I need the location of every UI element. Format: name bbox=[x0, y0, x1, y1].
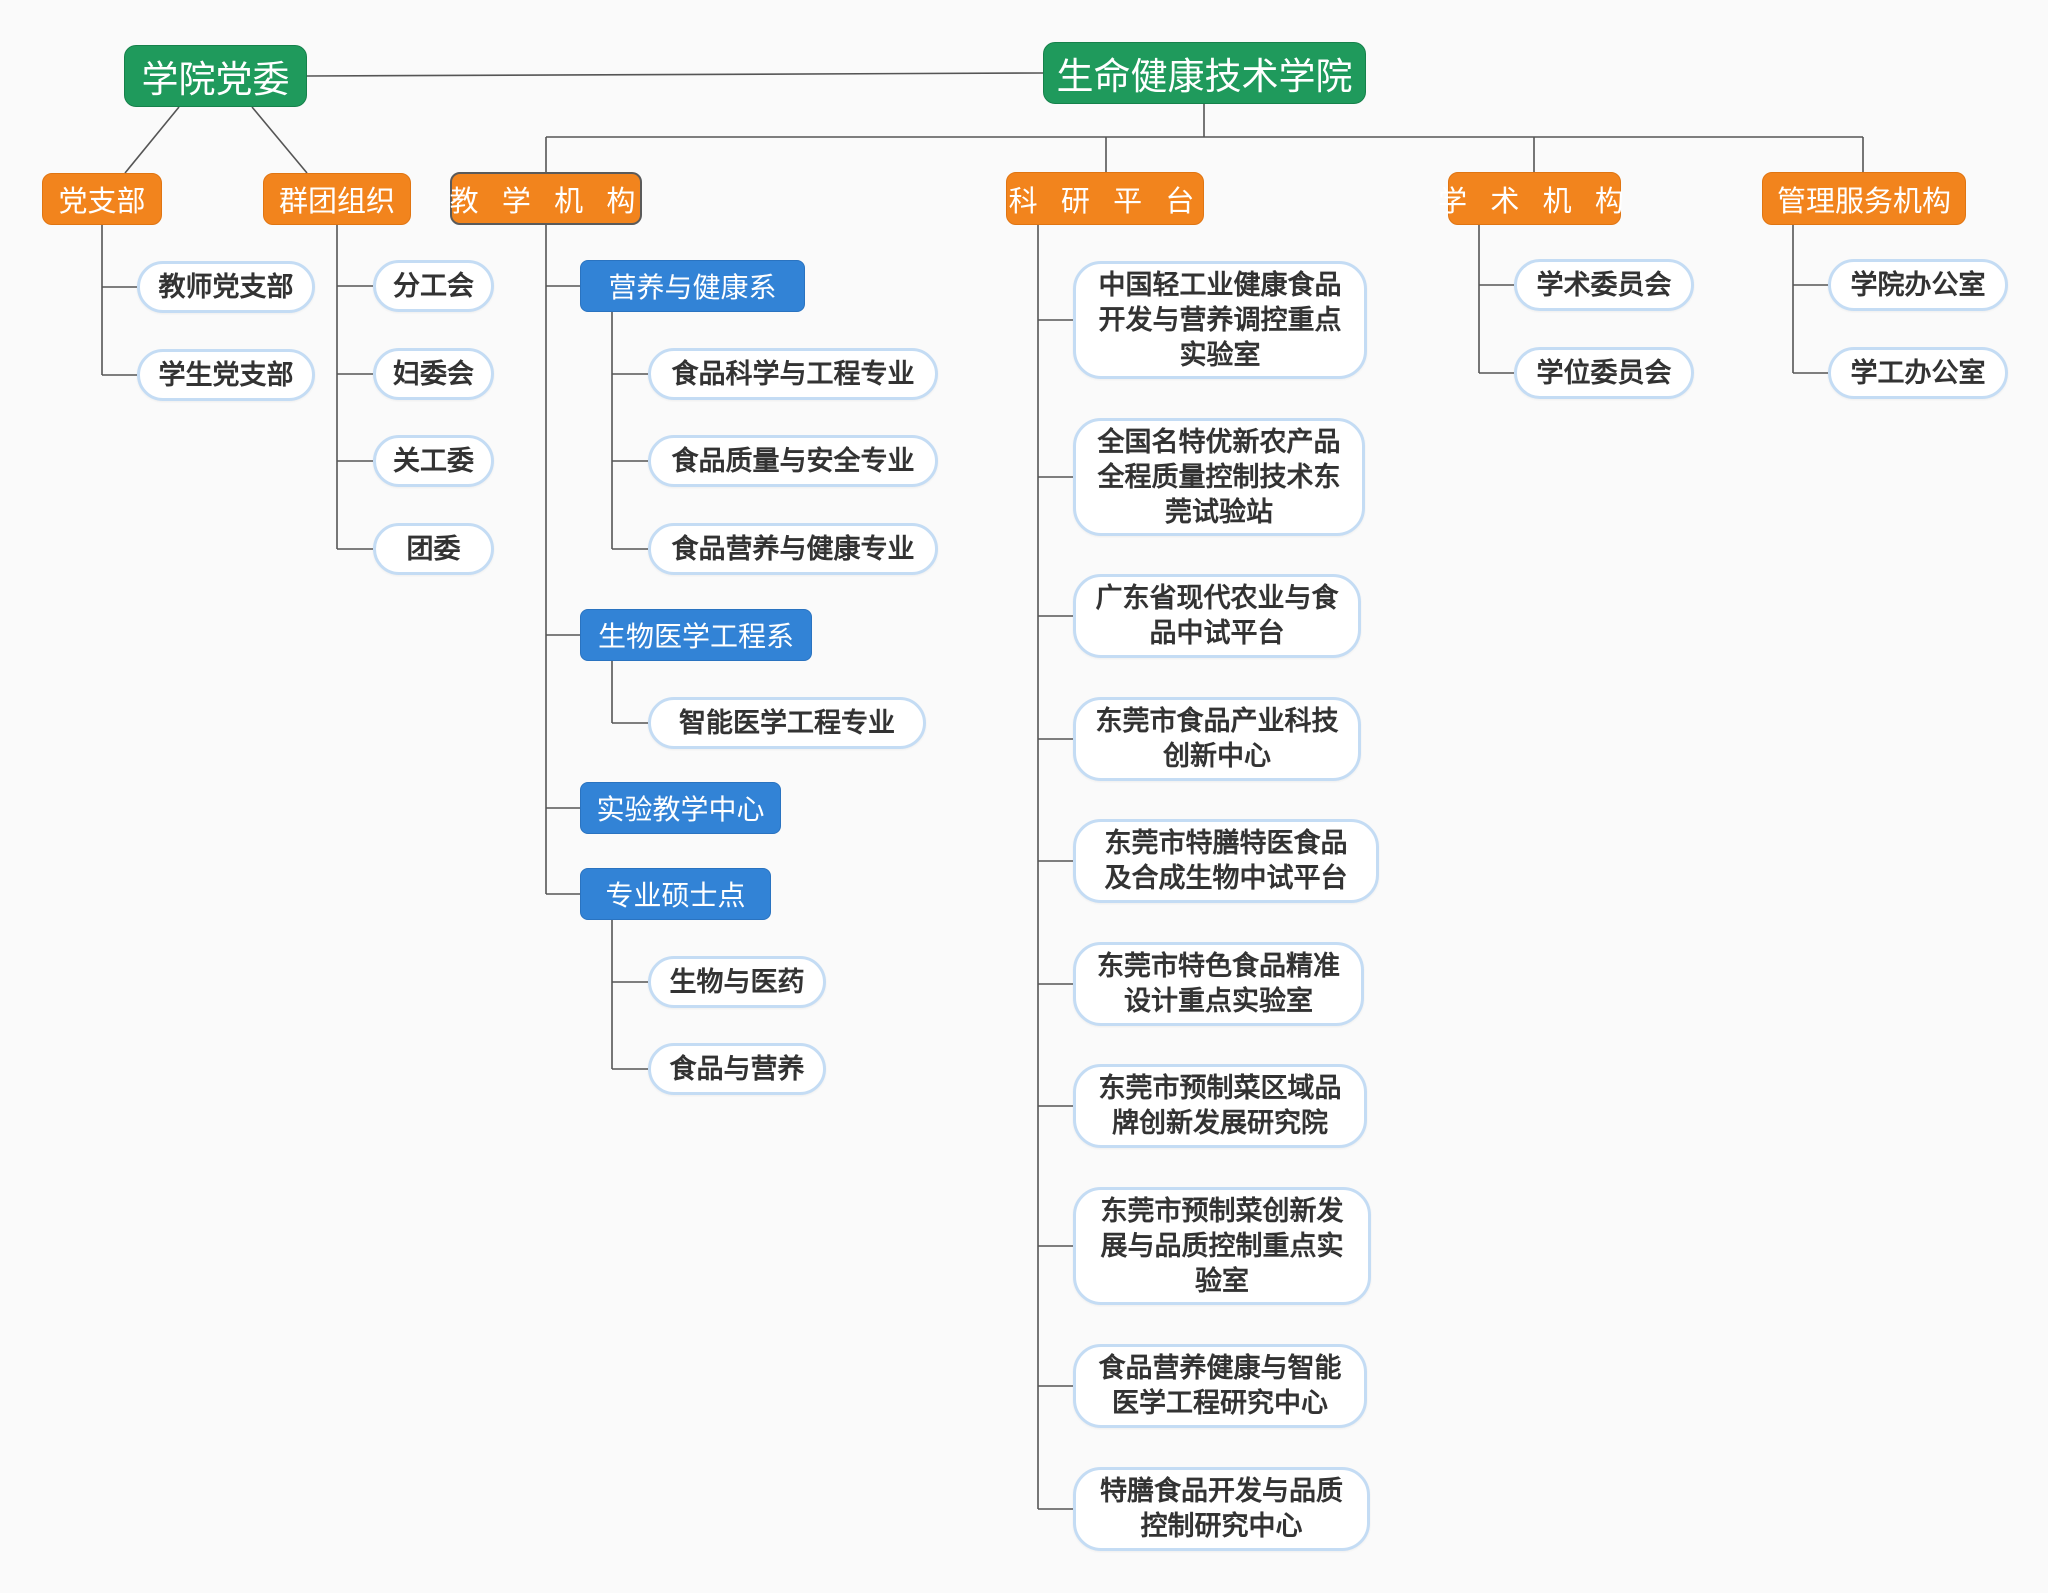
research-item-node: 食品营养健康与智能医学工程研究中心 bbox=[1073, 1344, 1367, 1428]
research-item-node: 东莞市食品产业科技创新中心 bbox=[1073, 697, 1361, 781]
trade-union-node: 分工会 bbox=[373, 260, 494, 312]
research-item-node: 特膳食品开发与品质控制研究中心 bbox=[1073, 1467, 1370, 1551]
nutrition-health-dept-node: 营养与健康系 bbox=[580, 260, 805, 312]
academic-institution-node: 学 术 机 构 bbox=[1438, 172, 1624, 225]
masters-program-node: 专业硕士点 bbox=[580, 868, 771, 920]
college-node: 生命健康技术学院 bbox=[1043, 42, 1366, 104]
teacher-party-branch-node: 教师党支部 bbox=[137, 261, 315, 313]
student-affairs-office-node: 学工办公室 bbox=[1828, 347, 2008, 399]
research-item-node: 东莞市特膳特医食品及合成生物中试平台 bbox=[1073, 819, 1379, 903]
elder-care-committee-node: 关工委 bbox=[373, 435, 494, 487]
food-nutrition-major-node: 食品营养与健康专业 bbox=[648, 523, 938, 575]
research-item-node: 东莞市预制菜区域品牌创新发展研究院 bbox=[1073, 1064, 1367, 1148]
food-quality-major-node: 食品质量与安全专业 bbox=[648, 435, 938, 487]
party-branch-node: 党支部 bbox=[42, 173, 162, 225]
research-item-node: 全国名特优新农产品全程质量控制技术东莞试验站 bbox=[1073, 418, 1365, 536]
research-item-node: 东莞市特色食品精准设计重点实验室 bbox=[1073, 942, 1364, 1026]
management-service-node: 管理服务机构 bbox=[1762, 172, 1966, 225]
research-item-node: 广东省现代农业与食品中试平台 bbox=[1073, 574, 1361, 658]
research-item-node: 东莞市预制菜创新发展与品质控制重点实验室 bbox=[1073, 1187, 1371, 1305]
mass-organization-node: 群团组织 bbox=[263, 173, 411, 225]
teaching-institution-node: 教 学 机 构 bbox=[450, 172, 642, 225]
party-committee-node: 学院党委 bbox=[124, 45, 307, 107]
smart-medical-major-node: 智能医学工程专业 bbox=[648, 697, 926, 749]
biomedical-eng-dept-node: 生物医学工程系 bbox=[580, 609, 812, 661]
food-science-major-node: 食品科学与工程专业 bbox=[648, 348, 938, 400]
food-nutrition-node: 食品与营养 bbox=[648, 1043, 826, 1095]
youth-league-node: 团委 bbox=[373, 523, 494, 575]
bio-medicine-node: 生物与医药 bbox=[648, 956, 826, 1008]
research-item-node: 中国轻工业健康食品开发与营养调控重点实验室 bbox=[1073, 261, 1367, 379]
student-party-branch-node: 学生党支部 bbox=[137, 349, 315, 401]
womens-committee-node: 妇委会 bbox=[373, 348, 494, 400]
college-office-node: 学院办公室 bbox=[1828, 259, 2008, 311]
research-platform-node: 科 研 平 台 bbox=[1006, 172, 1204, 225]
experiment-center-node: 实验教学中心 bbox=[580, 782, 781, 834]
academic-committee-node: 学术委员会 bbox=[1514, 259, 1694, 311]
degree-committee-node: 学位委员会 bbox=[1514, 347, 1694, 399]
